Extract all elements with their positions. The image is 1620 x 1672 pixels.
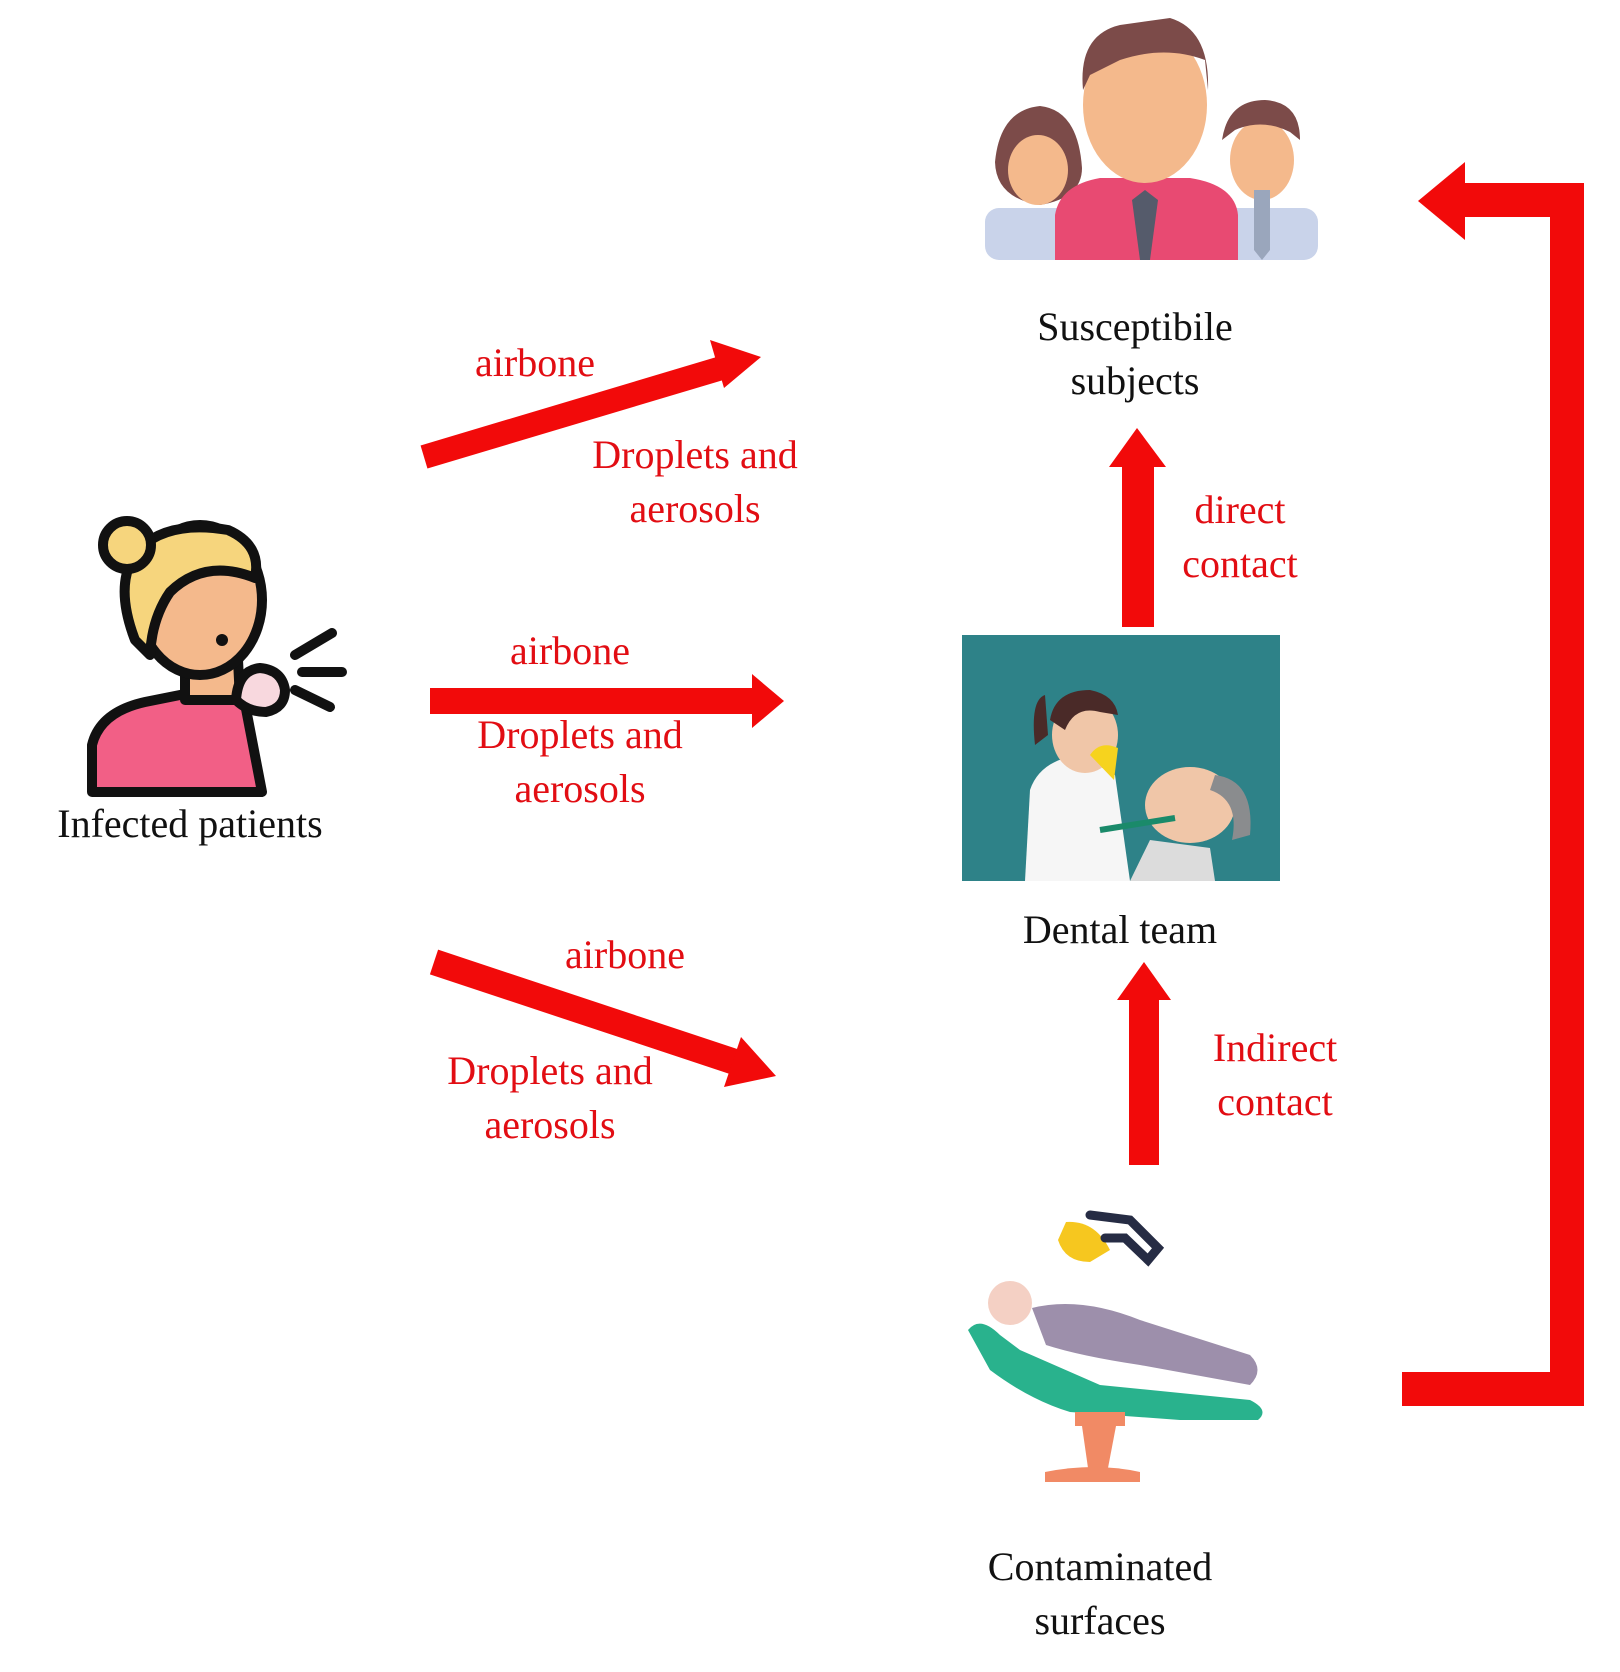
indirect-contact-label-line1: Indirect: [1212, 1025, 1338, 1070]
susceptible-subjects-label-line1: Susceptibile: [1037, 304, 1233, 349]
route-top-droplets-label-line2: aerosols: [629, 486, 761, 531]
direct-contact-label-line1: direct: [1194, 487, 1286, 532]
dental-chair-icon: [968, 1210, 1263, 1482]
arrow-bottom-shaft: [429, 949, 740, 1075]
infected-patients-label: Infected patients: [57, 801, 323, 846]
direct-contact-label-line2: contact: [1182, 541, 1298, 586]
arrow-surfaces-to-susceptible-path: [1402, 183, 1584, 1406]
route-bottom-airbone-label: airbone: [565, 932, 685, 977]
arrow-top: [420, 340, 761, 469]
people-group-icon: [985, 18, 1318, 260]
arrow-bottom: [429, 949, 776, 1087]
route-bottom-droplets-label-line2: aerosols: [484, 1102, 616, 1147]
route-middle-droplets-label-line2: aerosols: [514, 766, 646, 811]
route-top-airbone-label: airbone: [475, 340, 595, 385]
dental-team-label: Dental team: [1022, 907, 1218, 952]
arrow-surfaces-to-dental-shaft: [1129, 997, 1159, 1165]
arrow-dental-to-susceptible-shaft: [1122, 464, 1154, 627]
arrow-surfaces-to-susceptible: [1402, 162, 1584, 1406]
contaminated-surfaces-label-line2: surfaces: [1034, 1598, 1166, 1643]
susceptible-subjects-label-line2: subjects: [1070, 358, 1200, 403]
arrow-dental-to-susceptible: [1109, 428, 1166, 627]
route-top-droplets-label-line1: Droplets and: [592, 432, 798, 477]
indirect-contact-label-line2: contact: [1217, 1079, 1333, 1124]
arrow-surfaces-to-dental-head: [1117, 962, 1171, 1000]
arrow-surfaces-to-dental: [1117, 962, 1171, 1165]
arrow-top-shaft: [420, 355, 729, 469]
route-bottom-droplets-label-line1: Droplets and: [447, 1048, 653, 1093]
arrow-dental-to-susceptible-head: [1109, 428, 1166, 467]
contaminated-surfaces-label-line1: Contaminated: [987, 1544, 1213, 1589]
arrow-bottom-head: [724, 1037, 776, 1087]
route-middle-airbone-label: airbone: [510, 628, 630, 673]
arrow-middle-head: [752, 674, 784, 728]
arrow-top-head: [710, 340, 761, 388]
arrow-middle-shaft: [430, 688, 760, 714]
arrow-surfaces-to-susceptible-head: [1418, 162, 1465, 240]
route-middle-droplets-label-line1: Droplets and: [477, 712, 683, 757]
arrow-middle: [430, 674, 784, 728]
dentist-treating-patient-icon: [962, 635, 1280, 881]
coughing-patient-icon: [87, 516, 347, 797]
